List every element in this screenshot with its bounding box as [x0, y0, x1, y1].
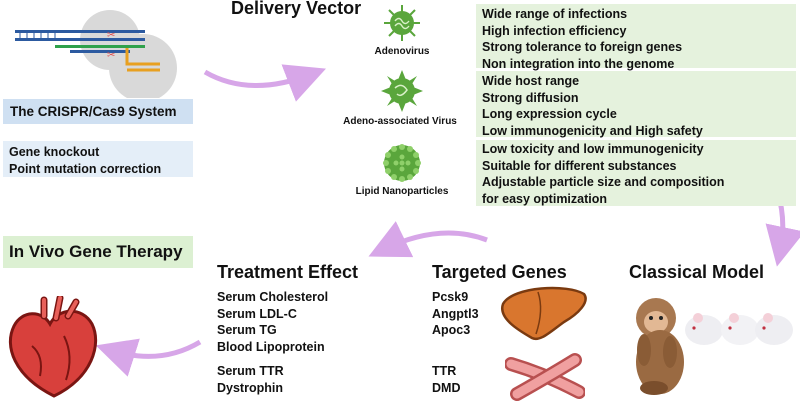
treatment-item: Serum TG: [217, 323, 277, 337]
treatment-effect-list-1: Serum Cholesterol Serum LDL-C Serum TG B…: [217, 289, 328, 355]
feature-item: Low toxicity and low immunogenicity: [482, 142, 704, 156]
feature-item: Adjustable particle size and composition: [482, 175, 725, 189]
crispr-function: Gene knockout: [9, 145, 100, 159]
targeted-genes-list-1: Pcsk9 Angptl3 Apoc3: [432, 289, 479, 339]
arrow-crispr-to-vector: [203, 64, 326, 102]
gene-therapy-title-box: In Vivo Gene Therapy: [3, 236, 193, 268]
monkey-icon: [636, 298, 684, 395]
adenovirus-icon: [384, 5, 420, 41]
svg-text:✂: ✂: [107, 50, 115, 61]
vector-name-aav: Adeno-associated Virus: [343, 116, 457, 127]
feature-item: Strong diffusion: [482, 90, 579, 105]
crispr-title-box: The CRISPR/Cas9 System: [3, 99, 193, 124]
feature-item: Long expression cycle: [482, 107, 617, 121]
arrow-targets-to-treatment: [368, 221, 488, 258]
crispr-cas9-illustration: ✂ ✂: [15, 10, 177, 98]
treatment-item: Serum LDL-C: [217, 306, 297, 321]
vector-name-adenovirus: Adenovirus: [374, 46, 430, 57]
gene-item: Pcsk9: [432, 290, 469, 304]
lnp-features-box: Low toxicity and low immunogenicity Suit…: [476, 140, 796, 206]
gene-item: Angptl3: [432, 306, 479, 321]
feature-item: Wide range of infections: [482, 7, 628, 21]
targeted-genes-list-2: TTR DMD: [432, 363, 460, 396]
treatment-effect-title: Treatment Effect: [217, 262, 359, 282]
gene-item: DMD: [432, 380, 461, 395]
treatment-item: Blood Lipoprotein: [217, 339, 325, 354]
liver-icon: [500, 286, 587, 341]
heart-icon: [8, 296, 98, 398]
classical-model-title: Classical Model: [629, 262, 765, 282]
aav-icon: [381, 70, 423, 112]
aav-features-box: Wide host range Strong diffusion Long ex…: [476, 71, 796, 138]
feature-item: High infection efficiency: [482, 23, 627, 38]
treatment-item: Dystrophin: [217, 380, 283, 395]
lipid-nanoparticle-icon: [383, 144, 421, 182]
vector-name-lnp: Lipid Nanoparticles: [355, 186, 449, 197]
gene-therapy-title: In Vivo Gene Therapy: [9, 242, 183, 261]
feature-item: Strong tolerance to foreign genes: [482, 40, 683, 54]
feature-item: Suitable for different substances: [482, 158, 677, 173]
feature-item: for easy optimization: [482, 191, 608, 206]
treatment-effect-list-2: Serum TTR Dystrophin: [217, 363, 284, 396]
svg-text:✂: ✂: [107, 30, 115, 41]
treatment-item: Serum TTR: [217, 364, 284, 378]
crispr-function: Point mutation correction: [9, 161, 162, 176]
delivery-vector-title: Delivery Vector: [231, 0, 362, 18]
treatment-item: Serum Cholesterol: [217, 290, 329, 304]
gene-item: TTR: [432, 364, 457, 378]
adenovirus-features-box: Wide range of infections High infection …: [476, 4, 796, 71]
mice-icon: [685, 313, 793, 345]
feature-item: Non integration into the genome: [482, 56, 675, 71]
targeted-genes-title: Targeted Genes: [432, 262, 567, 282]
muscle-icon: [505, 353, 585, 401]
crispr-title: The CRISPR/Cas9 System: [10, 104, 177, 119]
gene-item: Apoc3: [432, 323, 471, 337]
feature-item: Low immunogenicity and High safety: [482, 123, 703, 138]
arrow-treatment-to-heart: [95, 338, 202, 377]
feature-item: Wide host range: [482, 74, 580, 88]
crispr-functions-box: Gene knockout Point mutation correction: [3, 141, 193, 177]
